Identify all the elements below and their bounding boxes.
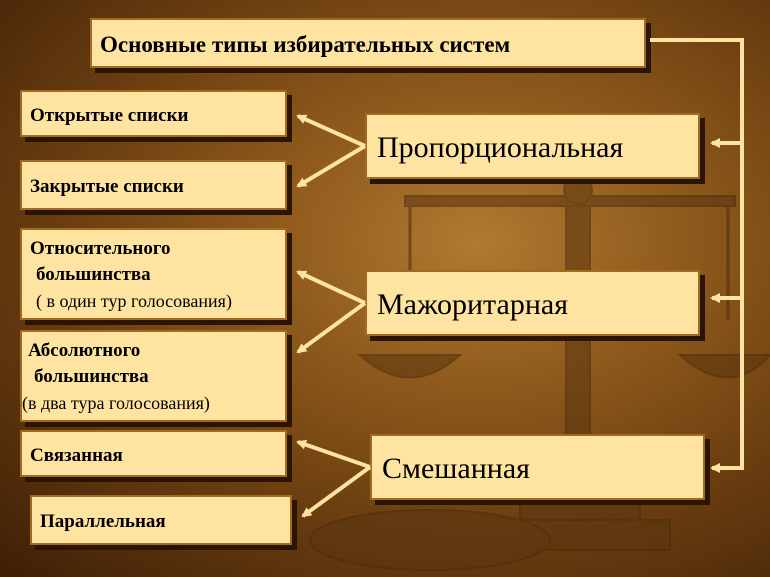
subtype-parallel-label: Параллельная — [40, 511, 166, 532]
subtype-linked-label: Связанная — [30, 445, 123, 466]
type-proportional: Пропорциональная — [365, 113, 700, 179]
diagram-title: Основные типы избирательных систем — [90, 18, 646, 68]
absolute-majority-note: (в два тура голосования) — [22, 393, 210, 413]
type-majoritarian: Мажоритарная — [365, 270, 700, 336]
subtype-closed-lists-label: Закрытые списки — [30, 176, 184, 197]
relative-majority-line-1: Относительного — [30, 238, 171, 259]
type-mixed: Смешанная — [370, 434, 705, 500]
absolute-majority-line-2: большинства — [34, 366, 149, 387]
subtype-open-lists: Открытые списки — [20, 90, 287, 137]
relative-majority-note: ( в один тур голосования) — [36, 291, 232, 311]
type-mixed-label: Смешанная — [382, 452, 530, 485]
subtype-relative-majority: Относительного большинства ( в один тур … — [20, 228, 287, 320]
type-majoritarian-label: Мажоритарная — [377, 288, 568, 321]
relative-majority-line-2: большинства — [36, 264, 151, 285]
diagram-title-text: Основные типы избирательных систем — [100, 32, 511, 57]
subtype-absolute-majority: Абсолютного большинства (в два тура голо… — [20, 330, 287, 422]
subtype-parallel: Параллельная — [30, 495, 292, 545]
type-proportional-label: Пропорциональная — [377, 131, 624, 164]
absolute-majority-line-1: Абсолютного — [28, 340, 141, 361]
subtype-open-lists-label: Открытые списки — [30, 105, 189, 126]
subtype-linked: Связанная — [20, 430, 287, 477]
subtype-closed-lists: Закрытые списки — [20, 160, 287, 210]
